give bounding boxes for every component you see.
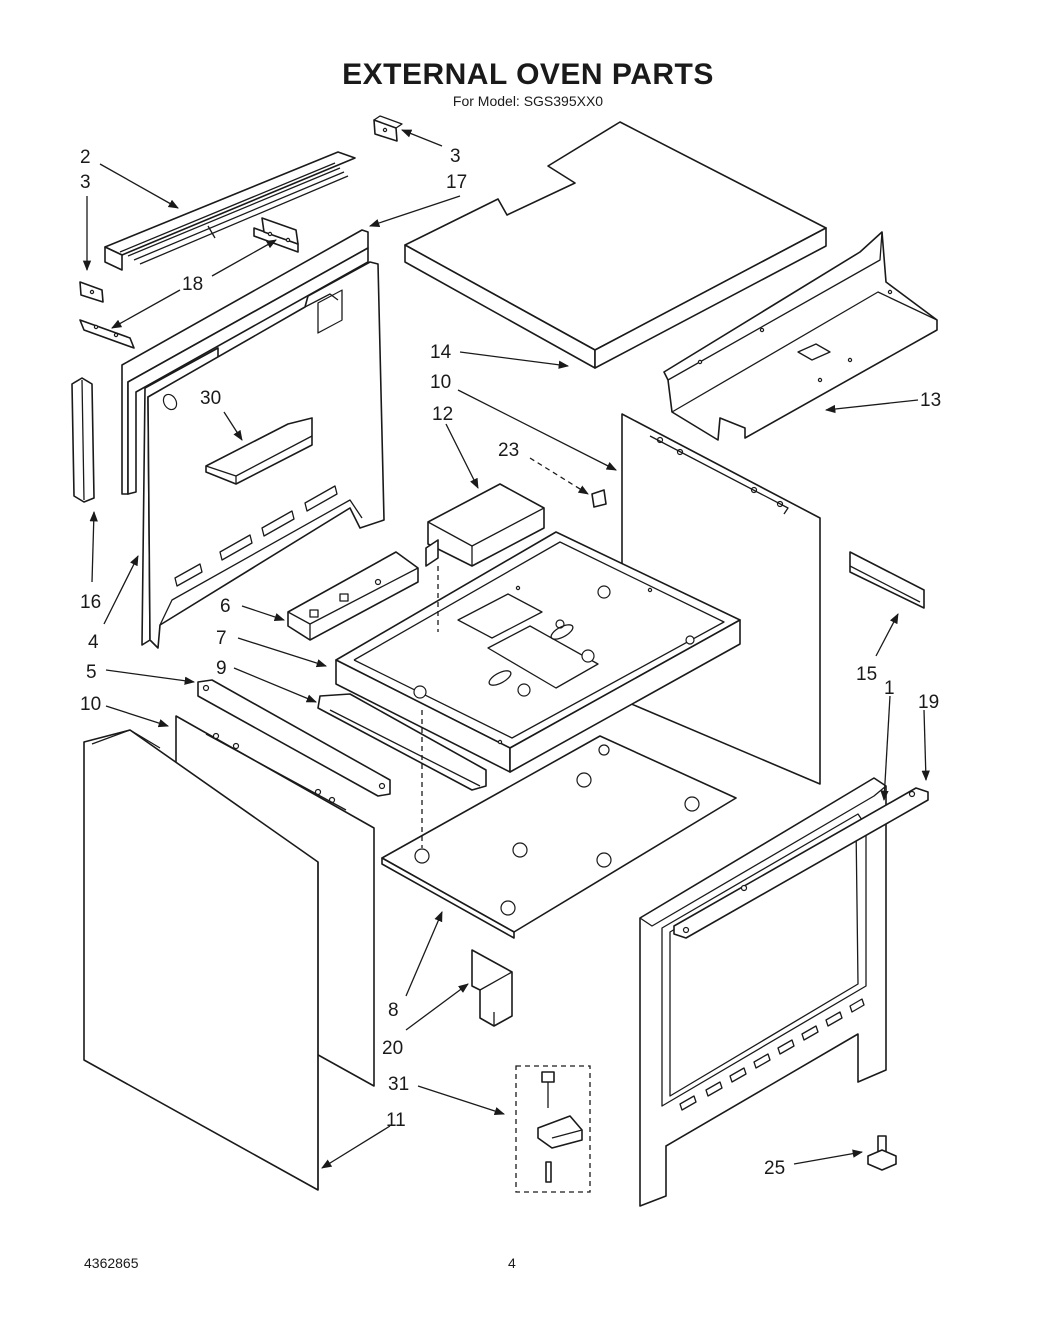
part-23-clip	[591, 489, 607, 508]
page-title: EXTERNAL OVEN PARTS	[342, 58, 714, 91]
page-number: 4	[508, 1255, 516, 1271]
part-11-outer-side	[83, 729, 319, 1191]
callout-3-top: 3	[450, 146, 461, 167]
part-1-front-frame	[639, 777, 887, 1207]
part-2-vent-trim	[104, 151, 356, 271]
part-8-base-plate	[381, 735, 737, 939]
part-18-bracket-lower	[79, 319, 135, 349]
callout-20: 20	[382, 1038, 403, 1059]
callout-18: 18	[182, 274, 203, 295]
part-14-top-panel	[404, 121, 827, 369]
callout-14: 14	[430, 342, 452, 363]
callout-23: 23	[498, 440, 519, 461]
callout-12: 12	[432, 404, 453, 425]
part-16-side-trim	[71, 377, 95, 503]
part-17-rear-panel	[121, 229, 369, 495]
part-7-bottom-frame	[335, 531, 741, 773]
callout-10-right: 10	[430, 372, 451, 393]
callout-19: 19	[918, 692, 939, 713]
callout-13: 13	[920, 390, 941, 411]
model-subtitle: For Model: SGS395XX0	[452, 93, 604, 109]
callout-1: 1	[884, 678, 895, 699]
callout-8: 8	[388, 1000, 399, 1021]
part-31-hardware-kit	[515, 1065, 591, 1193]
callout-25: 25	[764, 1158, 785, 1179]
leader-lines	[82, 129, 930, 1169]
callout-7: 7	[216, 628, 227, 649]
callout-17: 17	[446, 172, 467, 193]
part-12-burner-cover	[425, 483, 545, 567]
part-3-bracket-top	[373, 115, 403, 142]
callout-3-left: 3	[80, 172, 91, 193]
part-9-channel	[317, 693, 487, 791]
callout-11: 11	[386, 1110, 406, 1131]
part-5-trim-strip	[197, 679, 391, 797]
callout-4: 4	[88, 632, 99, 653]
part-3-bracket-left	[79, 281, 104, 303]
callout-6: 6	[220, 596, 231, 617]
callout-2: 2	[80, 147, 91, 168]
callout-15: 15	[856, 664, 877, 685]
document-number: 4362865	[84, 1255, 139, 1271]
callout-labels: 2 3 3 17 18 14 13 10 30 12 23 16 4 6 7 5…	[80, 146, 941, 1179]
callout-16: 16	[80, 592, 101, 613]
callout-31: 31	[388, 1074, 409, 1095]
part-6-bracket	[287, 551, 419, 641]
part-30-channel	[205, 417, 313, 485]
part-25-leveling-leg	[867, 1135, 897, 1171]
part-20-bracket	[471, 949, 513, 1027]
callout-9: 9	[216, 658, 227, 679]
callout-30: 30	[200, 388, 221, 409]
part-13-control-support	[663, 231, 938, 441]
part-19-frame-strip	[673, 787, 929, 939]
part-15-bracket	[849, 551, 925, 609]
part-18-bracket	[253, 217, 299, 253]
callout-10-left: 10	[80, 694, 101, 715]
callout-5: 5	[86, 662, 97, 683]
